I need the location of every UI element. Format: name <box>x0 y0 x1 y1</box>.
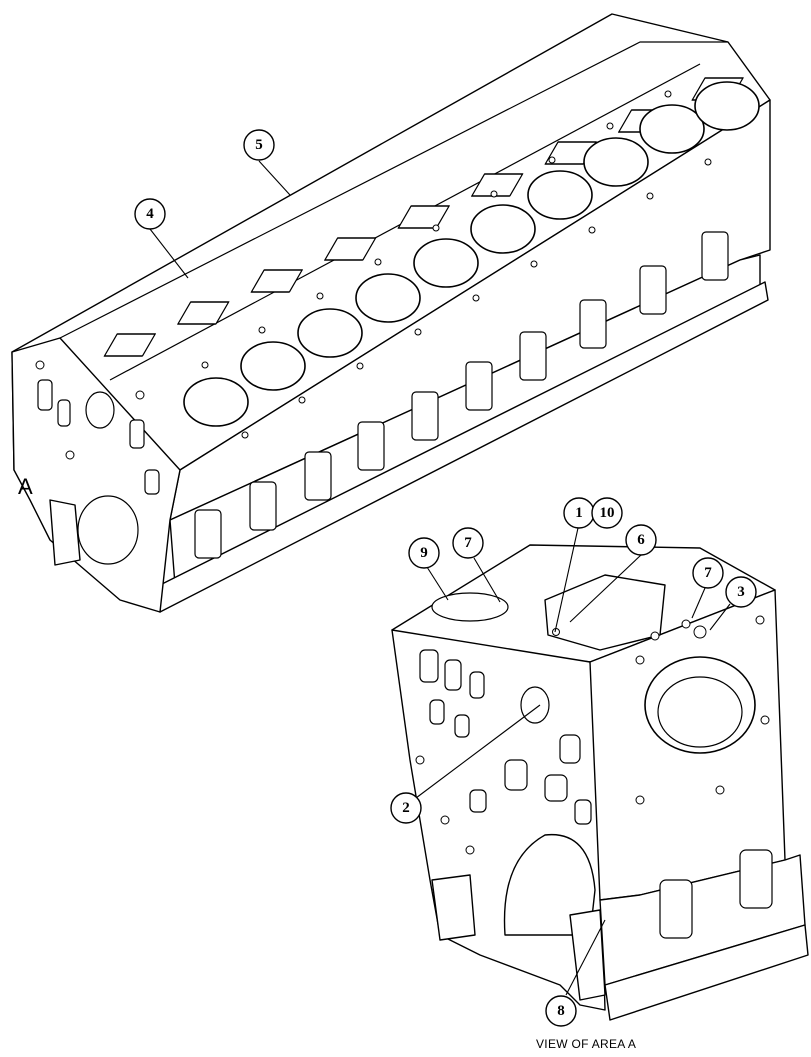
callout-6-label: 6 <box>637 532 645 548</box>
callout-4[interactable]: 4 <box>134 198 166 230</box>
callout-10[interactable]: 10 <box>591 497 623 529</box>
callout-9-label: 9 <box>420 545 428 561</box>
detail-deck-pocket <box>544 574 666 651</box>
front-mount-lug <box>49 499 81 566</box>
area-a-marker: A <box>18 474 33 499</box>
crankcase-windows <box>194 231 729 559</box>
callout-7b[interactable]: 7 <box>692 557 724 589</box>
callout-5[interactable]: 5 <box>243 129 275 161</box>
callout-3-label: 3 <box>737 584 745 600</box>
detail-bearing-cap <box>569 909 606 1001</box>
detail-front-lug <box>431 874 476 941</box>
detail-front-cutouts <box>415 649 592 855</box>
callout-1-label: 1 <box>575 505 583 521</box>
deck-ridge <box>59 41 728 339</box>
callout-2[interactable]: 2 <box>390 792 422 824</box>
main-engine-block <box>11 13 771 613</box>
detail-cylinder-bore <box>644 656 756 754</box>
leader-lines <box>149 160 731 996</box>
detail-side-holes <box>552 615 770 805</box>
callout-8-label: 8 <box>557 1003 565 1019</box>
detail-pan-rail <box>604 924 809 1021</box>
callout-8[interactable]: 8 <box>545 995 577 1027</box>
callout-7a[interactable]: 7 <box>452 527 484 559</box>
callout-7a-label: 7 <box>464 535 472 551</box>
bolt-holes <box>201 90 712 439</box>
cylinder-bores <box>183 81 760 427</box>
detail-front-face <box>391 629 606 1011</box>
callout-6[interactable]: 6 <box>625 524 657 556</box>
detail-deck-port <box>431 592 509 622</box>
callout-2-label: 2 <box>402 800 410 816</box>
detail-main-bearing <box>503 833 596 936</box>
detail-crankcase-windows <box>659 849 773 939</box>
detail-block <box>391 544 809 1021</box>
callout-9[interactable]: 9 <box>408 537 440 569</box>
callout-10-label: 10 <box>600 505 615 521</box>
block-front-face <box>11 337 181 613</box>
callout-3[interactable]: 3 <box>725 576 757 608</box>
view-caption: VIEW OF AREA A <box>536 1037 637 1051</box>
front-face-cutouts <box>35 360 160 565</box>
callout-1[interactable]: 1 <box>563 497 595 529</box>
callout-5-label: 5 <box>255 137 263 153</box>
callout-7b-label: 7 <box>704 565 712 581</box>
callout-4-label: 4 <box>146 206 154 222</box>
